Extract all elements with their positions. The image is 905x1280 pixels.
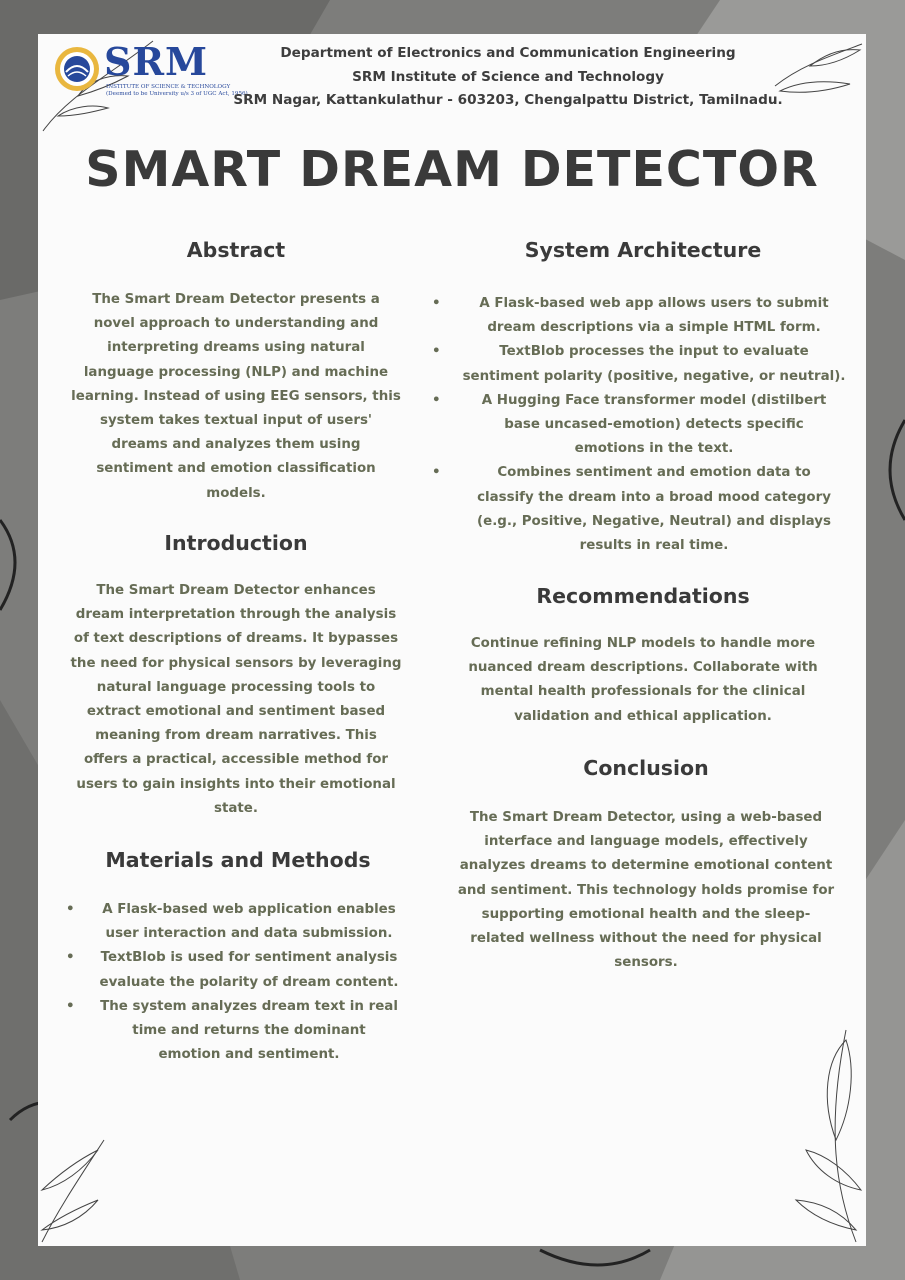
architecture-line: emotions in the text. — [574, 441, 734, 457]
conclusion-line: analyzes dreams to determine emotional c… — [459, 858, 833, 874]
architecture-heading: System Architecture — [524, 238, 762, 262]
institute-line: SRM Institute of Science and Technology — [352, 68, 664, 85]
architecture-list-item: TextBlob processes the input to evaluate… — [428, 340, 858, 388]
introduction-text: The Smart Dream Detector enhances dream … — [60, 579, 412, 821]
conclusion-line: and sentiment. This technology holds pro… — [457, 882, 835, 898]
conclusion-text: The Smart Dream Detector, using a web-ba… — [443, 806, 849, 975]
materials-list-item: A Flask-based web application enables us… — [62, 898, 414, 946]
architecture-line: (e.g., Positive, Negative, Neutral) and … — [477, 513, 831, 529]
introduction-line: extract emotional and sentiment based — [86, 704, 386, 720]
introduction-heading: Introduction — [164, 531, 308, 555]
recommendations-line: validation and ethical application. — [514, 708, 772, 724]
architecture-list-item: A Hugging Face transformer model (distil… — [428, 389, 858, 462]
recommendations-heading: Recommendations — [536, 584, 750, 608]
architecture-line: sentiment polarity (positive, negative, … — [462, 368, 846, 384]
abstract-line: system takes textual input of users' — [99, 413, 373, 429]
materials-list-item: The system analyzes dream text in real t… — [62, 995, 414, 1068]
materials-line: emotion and sentiment. — [158, 1047, 340, 1063]
abstract-line: interpreting dreams using natural — [107, 340, 365, 356]
architecture-line: base uncased-emotion) detects specific — [504, 417, 804, 433]
conclusion-line: sensors. — [614, 955, 678, 971]
conclusion-section: Conclusion The Smart Dream Detector, usi… — [443, 754, 849, 975]
materials-heading: Materials and Methods — [105, 848, 371, 872]
introduction-line: users to gain insights into their emotio… — [76, 776, 396, 792]
introduction-line: The Smart Dream Detector enhances — [96, 583, 376, 598]
srm-logo: SRM INSTITUTE OF SCIENCE & TECHNOLOGY (D… — [54, 40, 248, 98]
architecture-list-item: Combines sentiment and emotion data to c… — [428, 461, 858, 558]
architecture-line: A Flask-based web app allows users to su… — [479, 296, 829, 311]
introduction-line: natural language processing tools to — [96, 679, 376, 695]
recommendations-section: Recommendations Continue refining NLP mo… — [443, 582, 843, 729]
poster-title: SMART DREAM DETECTOR — [85, 141, 819, 198]
materials-line: user interaction and data submission. — [105, 926, 393, 942]
abstract-line: language processing (NLP) and machine — [83, 364, 389, 380]
abstract-line: learning. Instead of using EEG sensors, … — [71, 388, 401, 404]
introduction-line: meaning from dream narratives. This — [95, 728, 377, 744]
srm-seal-icon — [55, 47, 99, 91]
architecture-line: dream descriptions via a simple HTML for… — [487, 320, 821, 336]
architecture-line: TextBlob processes the input to evaluate — [499, 344, 809, 360]
materials-line: time and returns the dominant — [132, 1023, 366, 1039]
introduction-section: Introduction The Smart Dream Detector en… — [60, 529, 412, 821]
materials-list-item: TextBlob is used for sentiment analysis … — [62, 946, 414, 994]
materials-line: TextBlob is used for sentiment analysis — [100, 950, 398, 966]
conclusion-line: The Smart Dream Detector, using a web-ba… — [469, 810, 823, 825]
introduction-line: offers a practical, accessible method fo… — [83, 752, 389, 768]
architecture-list: A Flask-based web app allows users to su… — [428, 292, 858, 558]
architecture-line: classify the dream into a broad mood cat… — [477, 489, 831, 505]
conclusion-line: related wellness without the need for ph… — [470, 931, 822, 947]
conclusion-line: supporting emotional health and the slee… — [481, 906, 811, 922]
recommendations-line: nuanced dream descriptions. Collaborate … — [468, 660, 818, 676]
recommendations-text: Continue refining NLP models to handle m… — [443, 632, 843, 729]
abstract-line: sentiment and emotion classification — [96, 461, 376, 477]
address-line: SRM Nagar, Kattankulathur - 603203, Chen… — [233, 92, 783, 108]
introduction-line: dream interpretation through the analysi… — [75, 607, 397, 623]
materials-list: A Flask-based web application enables us… — [62, 898, 414, 1067]
institution-header: Department of Electronics and Communicat… — [230, 42, 786, 113]
abstract-line: novel approach to understanding and — [93, 316, 379, 332]
abstract-line: The Smart Dream Detector presents a — [92, 292, 380, 307]
recommendations-line: mental health professionals for the clin… — [480, 684, 806, 700]
introduction-line: of text descriptions of dreams. It bypas… — [73, 631, 399, 647]
department-line: Department of Electronics and Communicat… — [280, 45, 736, 61]
materials-line: The system analyzes dream text in real — [100, 998, 398, 1014]
logo-subtext: INSTITUTE OF SCIENCE & TECHNOLOGY (Deeme… — [106, 84, 248, 97]
introduction-line: state. — [214, 800, 258, 816]
architecture-list-item: A Flask-based web app allows users to su… — [428, 292, 858, 340]
architecture-line: Combines sentiment and emotion data to — [497, 465, 811, 481]
architecture-section: System Architecture A Flask-based web ap… — [428, 236, 858, 558]
materials-line: evaluate the polarity of dream content. — [99, 974, 399, 990]
abstract-line: dreams and analyzes them using — [111, 437, 361, 453]
logo-wordmark: SRM — [104, 39, 209, 84]
conclusion-heading: Conclusion — [583, 756, 709, 780]
abstract-line: models. — [206, 485, 266, 501]
abstract-text: The Smart Dream Detector presents a nove… — [60, 288, 412, 506]
abstract-section: Abstract The Smart Dream Detector presen… — [60, 236, 412, 506]
introduction-line: the need for physical sensors by leverag… — [70, 655, 402, 671]
architecture-line: A Hugging Face transformer model (distil… — [481, 392, 827, 408]
conclusion-line: interface and language models, effective… — [484, 834, 808, 850]
recommendations-line: Continue refining NLP models to handle m… — [470, 636, 816, 651]
materials-section: Materials and Methods A Flask-based web … — [62, 846, 414, 1067]
materials-line: A Flask-based web application enables — [102, 902, 396, 917]
architecture-line: results in real time. — [579, 538, 729, 554]
abstract-heading: Abstract — [186, 238, 286, 262]
